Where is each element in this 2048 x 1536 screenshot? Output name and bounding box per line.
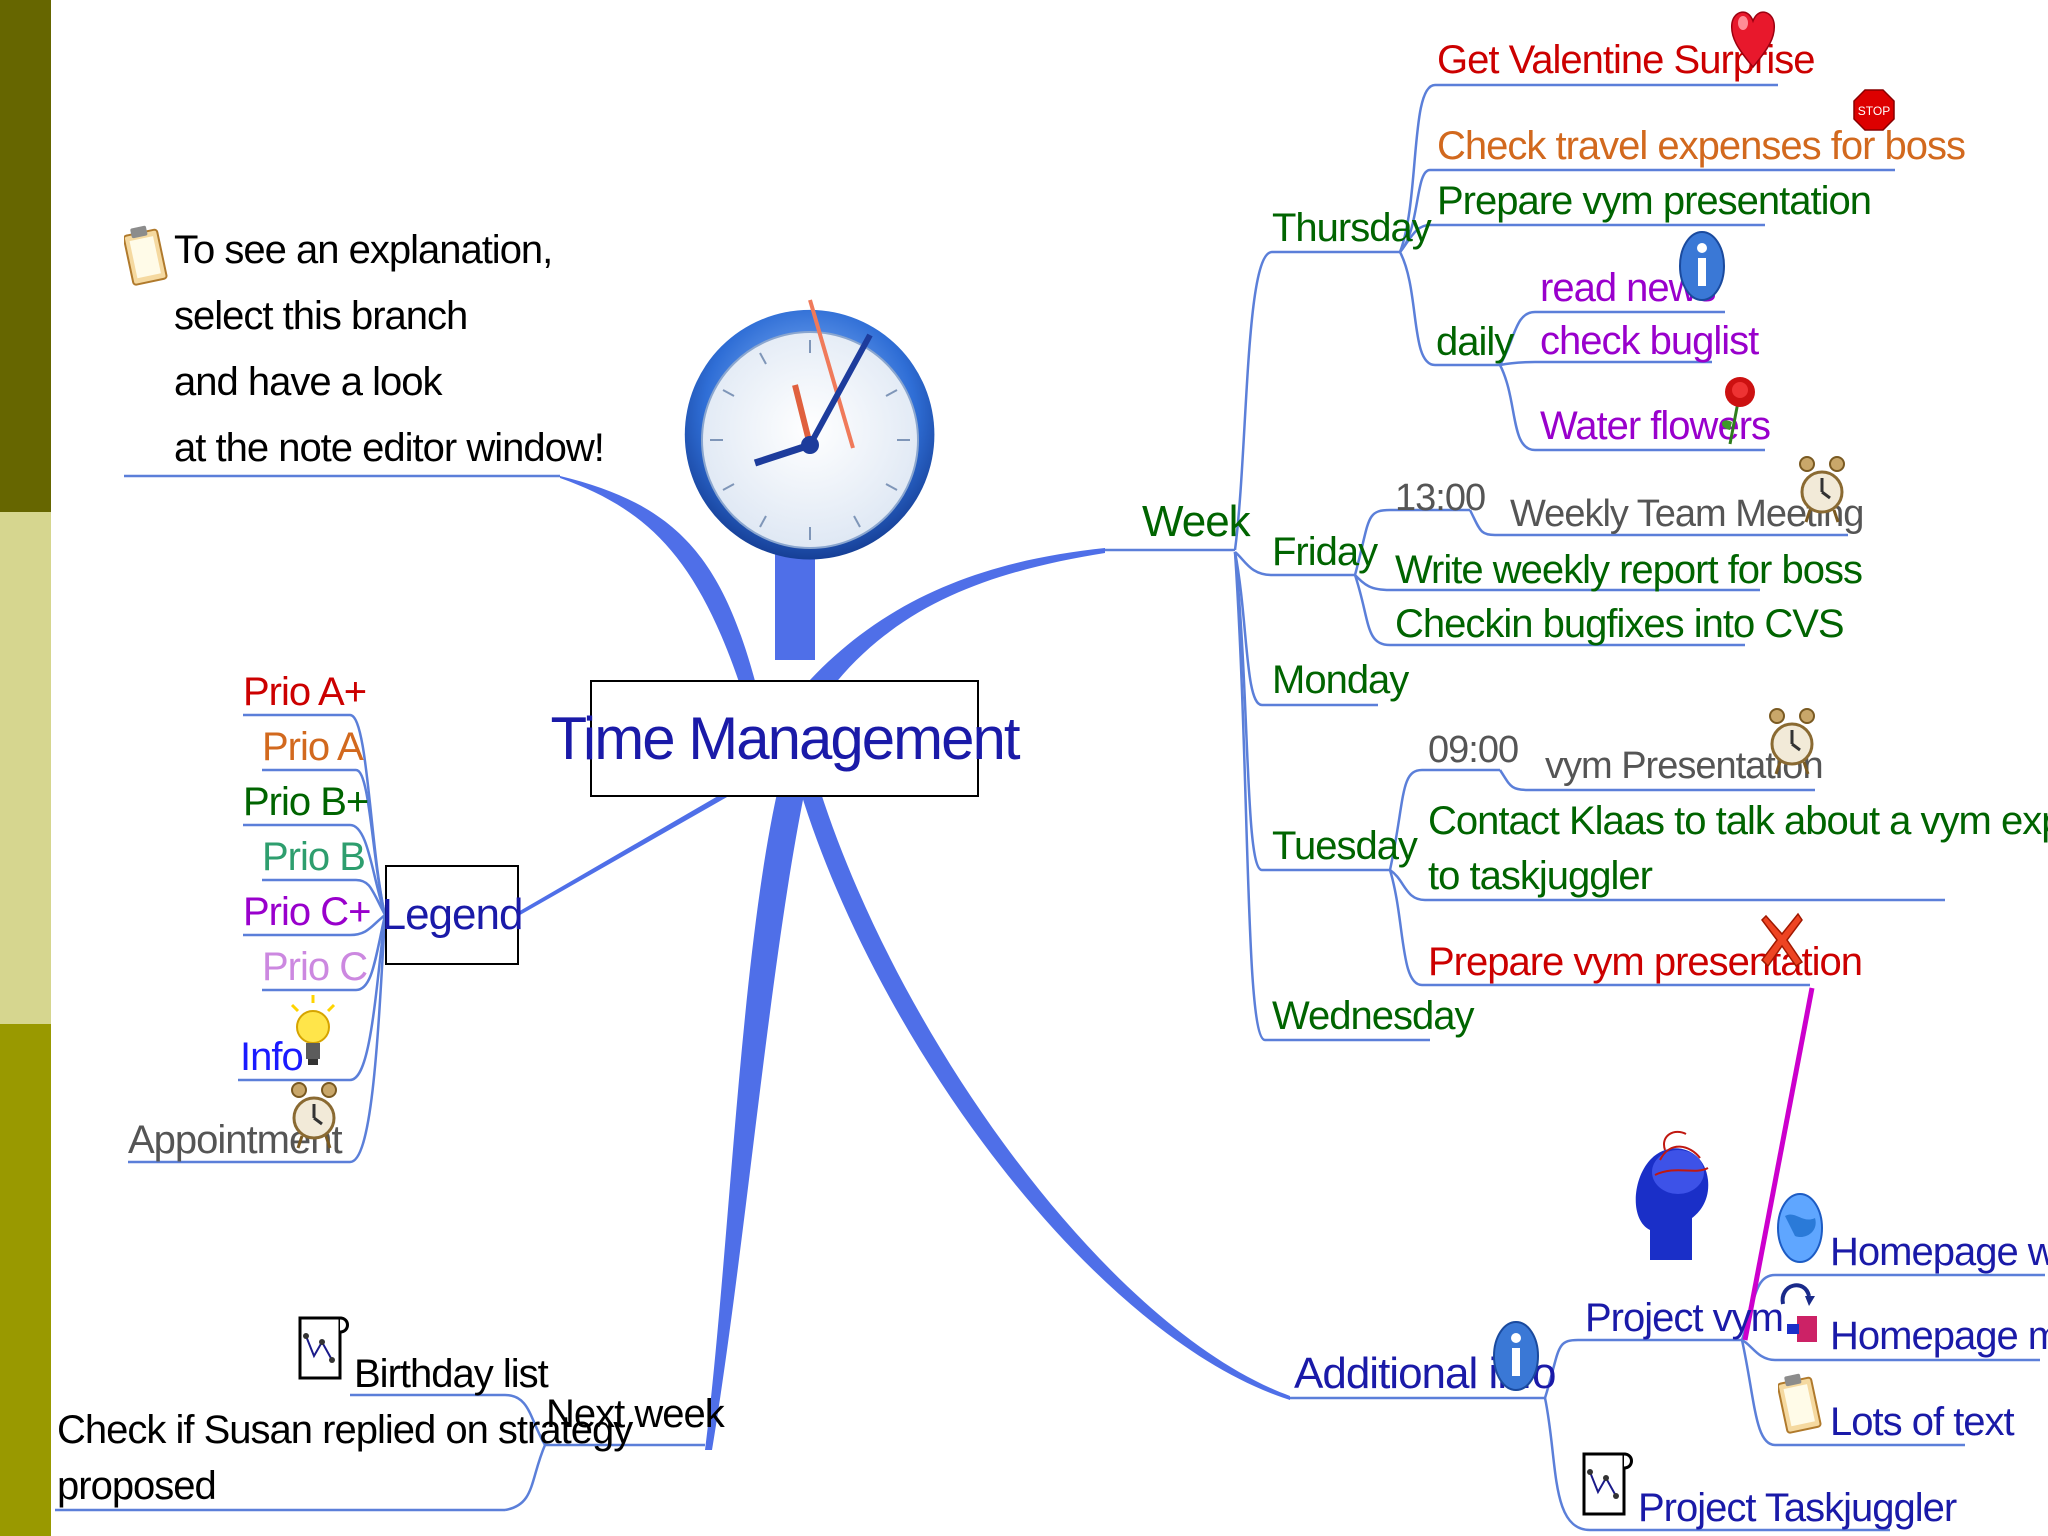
task-check-buglist[interactable]: check buglist bbox=[1540, 317, 1758, 365]
link-lots-of-text[interactable]: Lots of text bbox=[1830, 1398, 2014, 1446]
legend-item-prio-b[interactable]: Prio B bbox=[262, 833, 365, 881]
thursday-node[interactable]: Thursday bbox=[1272, 204, 1431, 252]
link-homepage-www[interactable]: Homepage www bbox=[1830, 1228, 2048, 1276]
globe-icon bbox=[1775, 1188, 1825, 1268]
task-prepare-presentation[interactable]: Prepare vym presentation bbox=[1437, 177, 1871, 225]
daily-node[interactable]: daily bbox=[1436, 318, 1513, 366]
alarm-clock-icon bbox=[1768, 704, 1816, 784]
info-icon bbox=[1678, 226, 1726, 308]
task-birthday-list[interactable]: Birthday list bbox=[354, 1350, 548, 1398]
task-weekly-report[interactable]: Write weekly report for boss bbox=[1395, 546, 1862, 594]
branch-additional bbox=[800, 790, 1290, 1400]
link-homepage-map[interactable]: Homepage map bbox=[1830, 1312, 2048, 1360]
cross-icon bbox=[1760, 908, 1804, 972]
legend-node[interactable]: Legend bbox=[385, 865, 519, 965]
central-node[interactable]: Time Management bbox=[590, 680, 979, 797]
task-check-susan-line-2: proposed bbox=[57, 1462, 216, 1510]
project-taskjuggler-node[interactable]: Project Taskjuggler bbox=[1638, 1484, 1956, 1532]
legend-item-prio-b-plus[interactable]: Prio B+ bbox=[243, 778, 368, 826]
central-node-title: Time Management bbox=[551, 704, 1019, 773]
svg-text:STOP: STOP bbox=[1858, 104, 1890, 118]
note-line-2: select this branch bbox=[174, 292, 467, 340]
task-check-susan-line-1[interactable]: Check if Susan replied on strategy bbox=[57, 1406, 632, 1454]
lightbulb-icon bbox=[288, 995, 338, 1071]
friday-node[interactable]: Friday bbox=[1272, 528, 1377, 576]
tuesday-presentation-time: 09:00 bbox=[1428, 726, 1518, 774]
week-node[interactable]: Week bbox=[1142, 498, 1250, 546]
legend-item-prio-a-plus[interactable]: Prio A+ bbox=[243, 668, 366, 716]
project-vym-node[interactable]: Project vym bbox=[1585, 1294, 1783, 1342]
legend-item-prio-c[interactable]: Prio C bbox=[262, 943, 367, 991]
alarm-clock-icon bbox=[290, 1078, 338, 1158]
tuesday-node[interactable]: Tuesday bbox=[1272, 822, 1417, 870]
wednesday-node[interactable]: Wednesday bbox=[1272, 992, 1474, 1040]
friday-meeting-time: 13:00 bbox=[1395, 474, 1485, 522]
clipboard-icon bbox=[124, 222, 168, 286]
note-line-4: at the note editor window! bbox=[174, 424, 604, 472]
rose-icon bbox=[1716, 372, 1764, 446]
heart-icon bbox=[1730, 5, 1776, 75]
stop-icon: STOP bbox=[1852, 88, 1896, 152]
clipboard-icon bbox=[1778, 1370, 1822, 1434]
document-icon bbox=[296, 1312, 350, 1384]
task-contact-klaas-line-2: to taskjuggler bbox=[1428, 852, 1652, 900]
brain-head-icon bbox=[1620, 1120, 1720, 1265]
branch-next-week bbox=[705, 780, 805, 1450]
note-line-1[interactable]: To see an explanation, bbox=[174, 226, 552, 274]
legend-item-prio-a[interactable]: Prio A bbox=[262, 723, 363, 771]
task-checkin-bugfixes[interactable]: Checkin bugfixes into CVS bbox=[1395, 600, 1844, 648]
legend-title: Legend bbox=[382, 890, 523, 940]
alarm-clock-icon bbox=[1798, 452, 1846, 532]
task-contact-klaas-line-1[interactable]: Contact Klaas to talk about a vym export bbox=[1428, 797, 2048, 845]
note-line-3: and have a look bbox=[174, 358, 441, 406]
document-icon bbox=[1580, 1448, 1634, 1520]
monday-node[interactable]: Monday bbox=[1272, 656, 1408, 704]
info-icon bbox=[1492, 1316, 1540, 1398]
legend-item-prio-c-plus[interactable]: Prio C+ bbox=[243, 888, 371, 936]
clock-icon bbox=[680, 235, 940, 660]
map-link-icon bbox=[1775, 1274, 1825, 1354]
